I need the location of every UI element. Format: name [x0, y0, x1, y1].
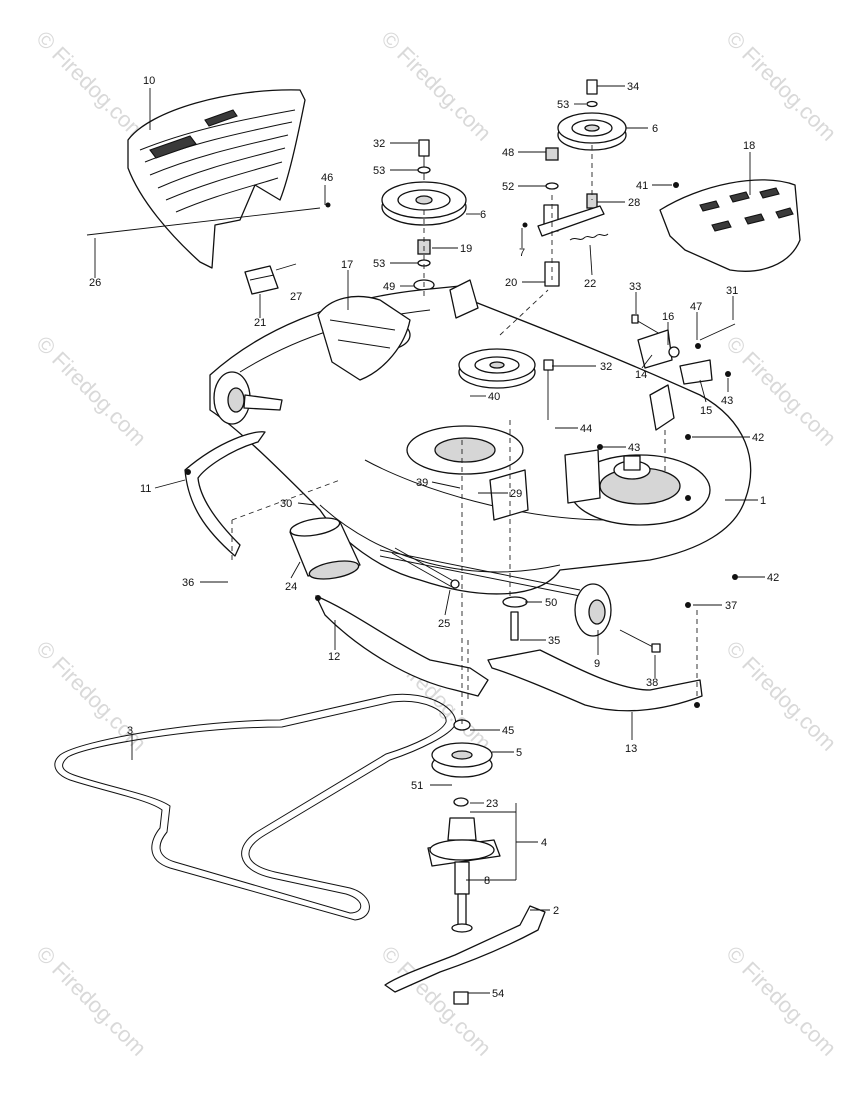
bracket-hardware-right	[631, 314, 736, 385]
watermark: © Firedog.com	[721, 941, 841, 1061]
part-label: 49	[383, 281, 395, 293]
part-label: 20	[505, 277, 517, 289]
part-label: 48	[502, 147, 514, 159]
part-label: 17	[341, 259, 353, 271]
part-label: 8	[484, 875, 490, 887]
part-label: 15	[700, 405, 712, 417]
part-label: 52	[502, 181, 514, 193]
part-label: 32	[600, 361, 612, 373]
watermark: © Firedog.com	[31, 636, 151, 756]
part-label: 18	[743, 140, 755, 152]
part-label: 32	[373, 138, 385, 150]
part-label: 5	[516, 747, 522, 759]
part-label: 16	[662, 311, 674, 323]
baffle-lower-right-part	[487, 574, 738, 712]
mower-blade-part	[384, 905, 546, 1005]
part-label: 37	[725, 600, 737, 612]
roller-tube-part	[289, 517, 361, 580]
part-label: 50	[545, 597, 557, 609]
idler-pulley-a	[381, 139, 467, 291]
watermark: © Firedog.com	[376, 26, 496, 146]
part-number-labels: 10 46 26 27 21 17 32 53 6 19 53 49 34 53…	[89, 75, 779, 1000]
rod-26	[86, 207, 321, 236]
anti-scalp-wheel-left	[213, 371, 283, 425]
washer-bolt-part	[502, 596, 528, 641]
part-label: 25	[438, 618, 450, 630]
part-label: 31	[726, 285, 738, 297]
part-label: 14	[635, 369, 647, 381]
baffle-left-part	[184, 431, 266, 557]
spindle-assembly	[427, 719, 501, 929]
right-cover-part	[659, 179, 801, 272]
part-label: 24	[285, 581, 297, 593]
part-label: 9	[594, 658, 600, 670]
part-label: 6	[480, 209, 486, 221]
part-label: 19	[460, 243, 472, 255]
watermark: © Firedog.com	[31, 331, 151, 451]
part-label: 12	[328, 651, 340, 663]
idler-pulley-b	[545, 79, 627, 209]
part-label: 47	[690, 301, 702, 313]
part-label: 41	[636, 180, 648, 192]
part-label: 11	[140, 483, 151, 495]
part-label: 23	[486, 798, 498, 810]
part-label: 33	[629, 281, 641, 293]
part-label: 53	[557, 99, 569, 111]
idler-arm-part	[522, 204, 609, 287]
part-label: 51	[411, 780, 423, 792]
part-label: 36	[182, 577, 194, 589]
part-label: 39	[416, 477, 428, 489]
part-label: 38	[646, 677, 658, 689]
part-label: 29	[510, 488, 522, 500]
dashed-alignment-lines	[231, 145, 698, 725]
part-label: 4	[541, 837, 547, 849]
watermark: © Firedog.com	[376, 941, 496, 1061]
part-label: 13	[625, 743, 637, 755]
part-label: 26	[89, 277, 101, 289]
part-label: 53	[373, 258, 385, 270]
part-label: 40	[488, 391, 500, 403]
part-label: 43	[721, 395, 733, 407]
anti-scalp-wheel-right	[574, 583, 661, 653]
watermark: © Firedog.com	[31, 941, 151, 1061]
part-label: 10	[143, 75, 155, 87]
belt-cover-part	[127, 89, 306, 269]
deflector-clip-part	[244, 263, 297, 295]
part-label: 53	[373, 165, 385, 177]
label-leader-lines	[94, 85, 765, 994]
part-label: 42	[767, 572, 779, 584]
watermark: © Firedog.com	[31, 26, 151, 146]
part-label: 44	[580, 423, 592, 435]
mower-deck-housing	[209, 279, 752, 597]
part-label: 35	[548, 635, 560, 647]
part-label: 46	[321, 172, 333, 184]
part-label: 45	[502, 725, 514, 737]
deflector-left-part	[317, 295, 411, 381]
part-label: 34	[627, 81, 639, 93]
part-label: 42	[752, 432, 764, 444]
part-label: 43	[628, 442, 640, 454]
part-label: 30	[280, 498, 292, 510]
part-label: 22	[584, 278, 596, 290]
part-label: 3	[127, 725, 133, 737]
watermark: © Firedog.com	[721, 636, 841, 756]
part-label: 21	[254, 317, 266, 329]
watermark: © Firedog.com	[721, 26, 841, 146]
part-label: 2	[553, 905, 559, 917]
baffle-lower-left-part	[315, 595, 489, 697]
axle-rod-part	[391, 547, 460, 589]
part-label: 1	[760, 495, 766, 507]
part-label: 28	[628, 197, 640, 209]
part-label: 54	[492, 988, 504, 1000]
drive-belt-part	[54, 693, 456, 921]
part-label: 7	[519, 247, 525, 259]
part-label: 27	[290, 291, 302, 303]
part-label: 6	[652, 123, 658, 135]
